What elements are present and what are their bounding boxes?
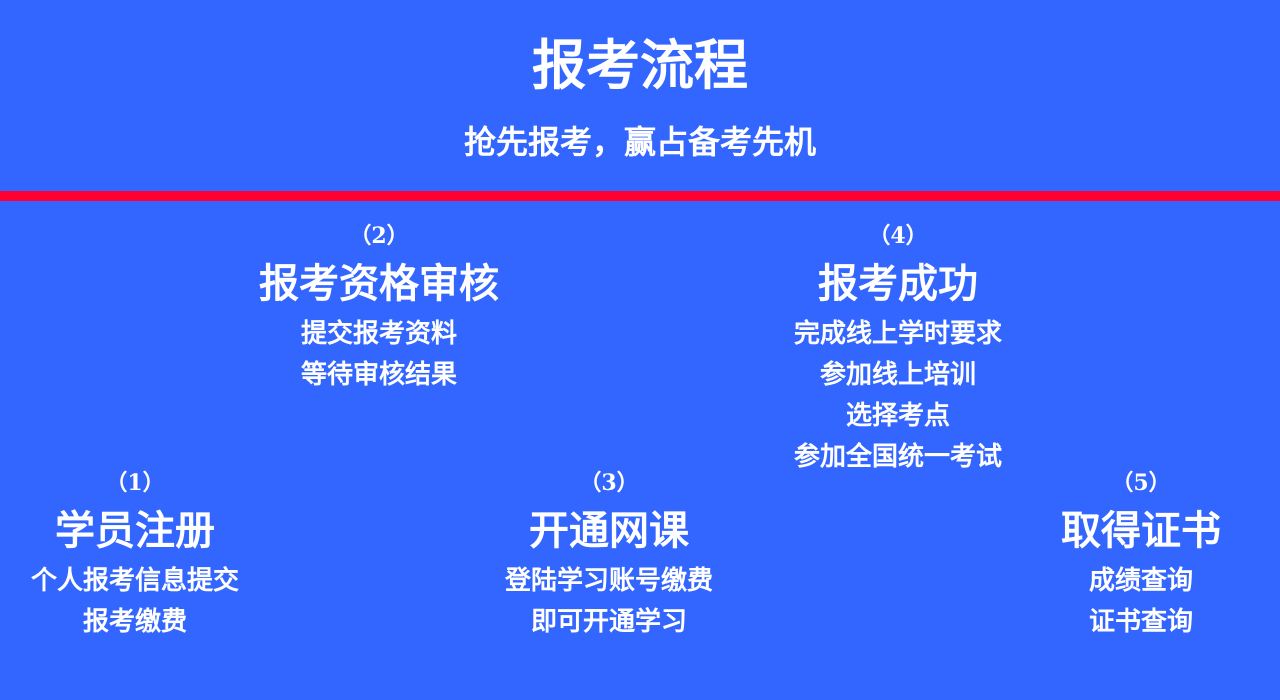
step-5: （5） 取得证书 成绩查询 证书查询 xyxy=(941,468,1280,643)
page-title: 报考流程 xyxy=(532,33,748,97)
step-detail: 参加全国统一考试 xyxy=(793,442,1002,472)
step-title: 报考资格审核 xyxy=(259,260,499,307)
step-4: （4） 报考成功 完成线上学时要求 参加线上培训 选择考点 参加全国统一考试 xyxy=(698,221,1098,478)
step-number: （4） xyxy=(868,223,928,249)
step-detail: 完成线上学时要求 xyxy=(793,319,1002,349)
step-1: （1） 学员注册 个人报考信息提交 报考缴费 xyxy=(0,468,335,643)
step-number: （3） xyxy=(579,470,639,496)
step-detail: 等待审核结果 xyxy=(300,360,457,390)
step-detail: 即可开通学习 xyxy=(530,607,687,637)
step-detail: 成绩查询 xyxy=(1088,566,1193,596)
step-detail: 登陆学习账号缴费 xyxy=(504,566,713,596)
step-2: （2） 报考资格审核 提交报考资料 等待审核结果 xyxy=(179,221,579,396)
step-detail: 个人报考信息提交 xyxy=(30,566,239,596)
step-title: 取得证书 xyxy=(1061,507,1221,554)
step-title: 开通网课 xyxy=(529,507,689,554)
step-detail: 选择考点 xyxy=(845,401,950,431)
divider xyxy=(0,191,1280,201)
page-subtitle: 抢先报考，赢占备考先机 xyxy=(463,123,816,161)
step-3: （3） 开通网课 登陆学习账号缴费 即可开通学习 xyxy=(409,468,809,643)
step-detail: 报考缴费 xyxy=(82,607,187,637)
step-detail: 证书查询 xyxy=(1088,607,1193,637)
step-number: （2） xyxy=(349,223,409,249)
step-number: （1） xyxy=(105,470,165,496)
step-detail: 提交报考资料 xyxy=(300,319,457,349)
step-title: 学员注册 xyxy=(55,507,215,554)
step-detail: 参加线上培训 xyxy=(819,360,976,390)
step-number: （5） xyxy=(1111,470,1171,496)
step-title: 报考成功 xyxy=(818,260,978,307)
